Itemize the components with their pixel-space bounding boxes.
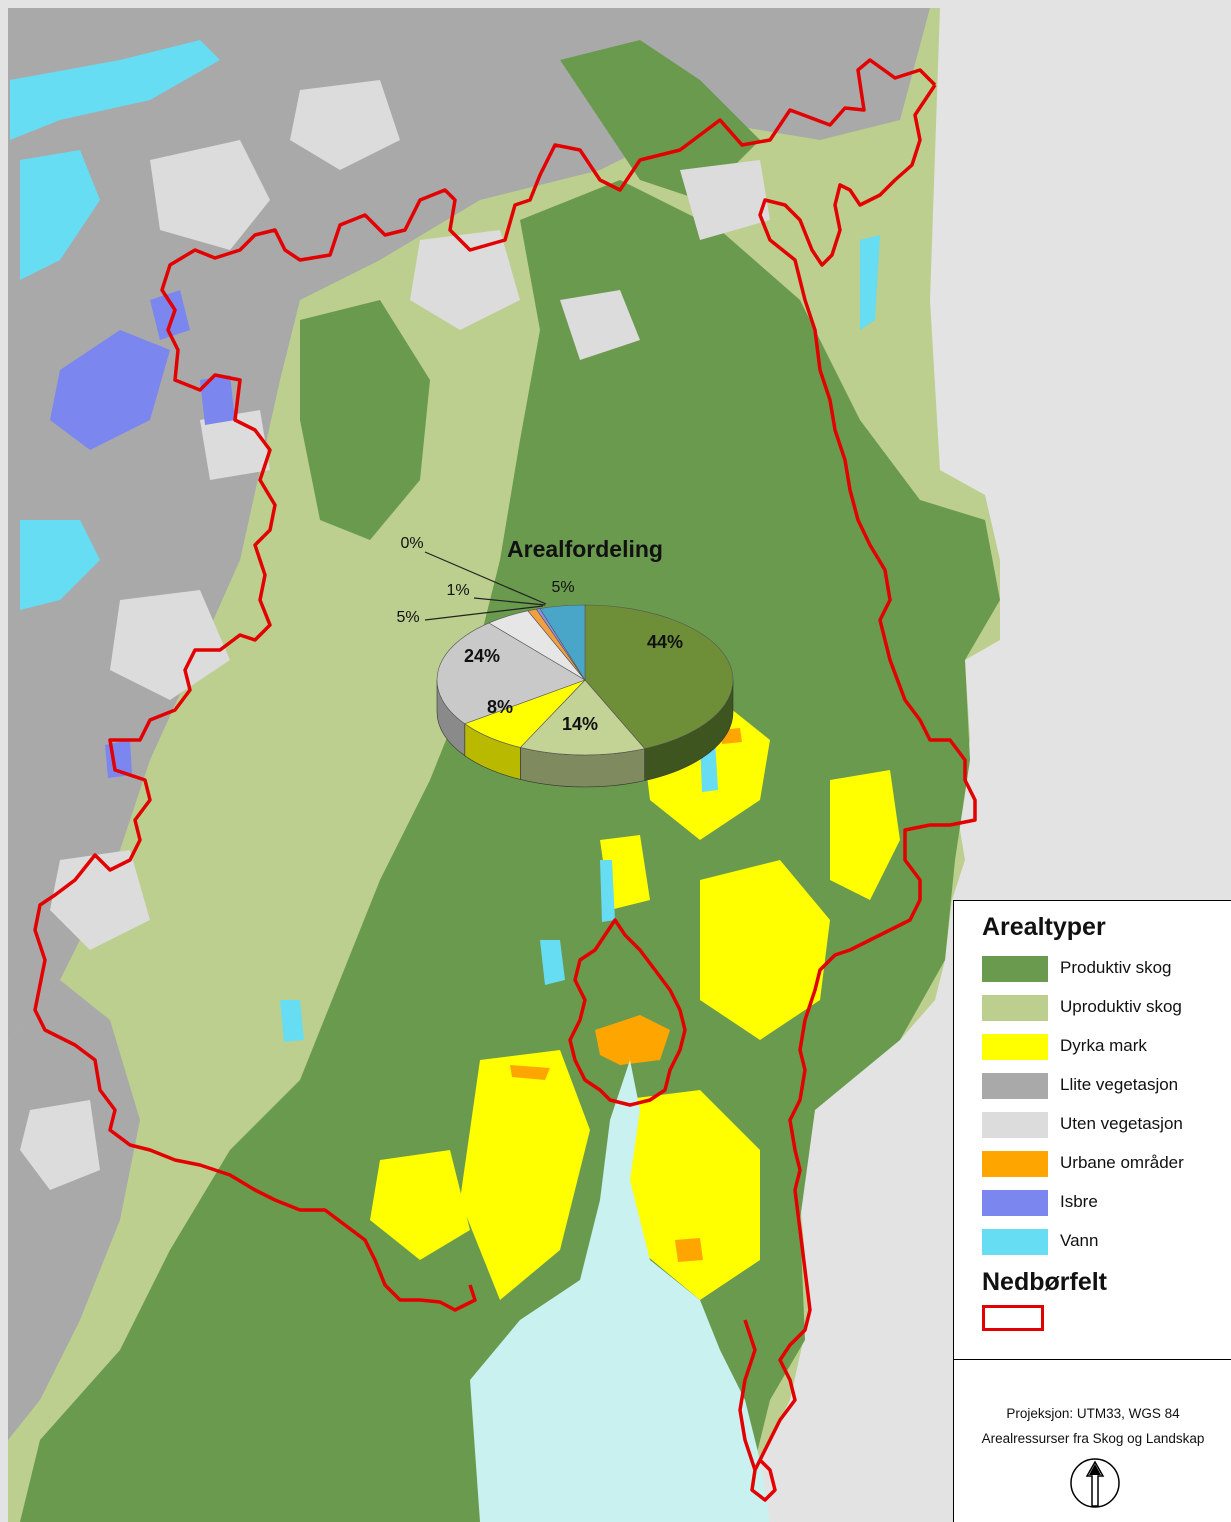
catchment-boundary-east [738,84,977,1502]
legend-label: Urbane områder [1060,1153,1184,1172]
boundary-swatch [982,1305,1044,1331]
legend-label: Vann [1060,1231,1099,1250]
pie-data-label: 24% [464,646,500,666]
pie-title: Arealfordeling [507,536,663,562]
projection-text: Projeksjon: UTM33, WGS 84 [1006,1406,1180,1421]
sea-oslofjord [470,1060,770,1522]
pie-slice [519,679,646,756]
legend-item: Uproduktiv skog [982,995,1222,1023]
area-distribution-pie: 44% 14% 8% 24% 5% 1% 0% 5% [396,535,734,788]
legend-swatch [982,956,1048,982]
legend-item: Vann [982,1229,1222,1257]
legend-title: Arealtyper [982,913,1106,941]
legend-item: Llite vegetasjon [982,1073,1222,1101]
mountain-grey-area-2 [8,980,140,1440]
legend-item: Isbre [982,1190,1222,1218]
legend-item: Dyrka mark [982,1034,1222,1062]
pie-slice [436,622,586,725]
legend-swatch [982,1151,1048,1177]
forest-green-area-3 [300,300,430,540]
pie-leader-line [424,551,547,605]
pie-slice [584,604,734,749]
legend-label: Dyrka mark [1060,1036,1147,1055]
north-arrow-icon [1070,1458,1120,1508]
pie-data-label: 8% [487,697,513,717]
pie-data-label: 0% [400,535,423,552]
legend-label: Llite vegetasjon [1060,1075,1179,1094]
legend-divider [954,1359,1231,1360]
pie-leader-line [473,597,546,606]
legend-label: Uten vegetasjon [1060,1114,1183,1133]
glacier-patches [50,290,235,778]
forest-green-area-2 [560,40,760,200]
legend-swatch [982,1229,1048,1255]
legend-item: Produktiv skog [982,956,1222,984]
pie-data-label: 14% [562,714,598,734]
legend-boundary-title: Nedbørfelt [982,1268,1107,1296]
pie-data-label: 44% [647,632,683,652]
legend-swatch [982,1112,1048,1138]
legend-swatch [982,1073,1048,1099]
water-features [10,40,880,1042]
legend-swatch [982,1190,1048,1216]
legend-label: Isbre [1060,1192,1098,1211]
legend-label: Produktiv skog [1060,958,1172,977]
mountain-grey-area [8,8,930,1040]
source-text: Arealressurser fra Skog og Landskap [981,1431,1205,1446]
legend-item: Uten vegetasjon [982,1112,1222,1140]
legend-swatch [982,995,1048,1021]
inner-catchment-boundary [568,918,687,1107]
legend-item: Urbane områder [982,1151,1222,1179]
pie-data-label: 5% [396,609,419,626]
catchment-boundary [33,58,937,1312]
legend-swatch [982,1034,1048,1060]
pie-data-label: 1% [446,582,469,599]
pie-slice [539,604,586,682]
pie-data-label: 5% [551,579,574,596]
pie-leader-line [424,605,544,621]
legend-label: Uproduktiv skog [1060,997,1182,1016]
